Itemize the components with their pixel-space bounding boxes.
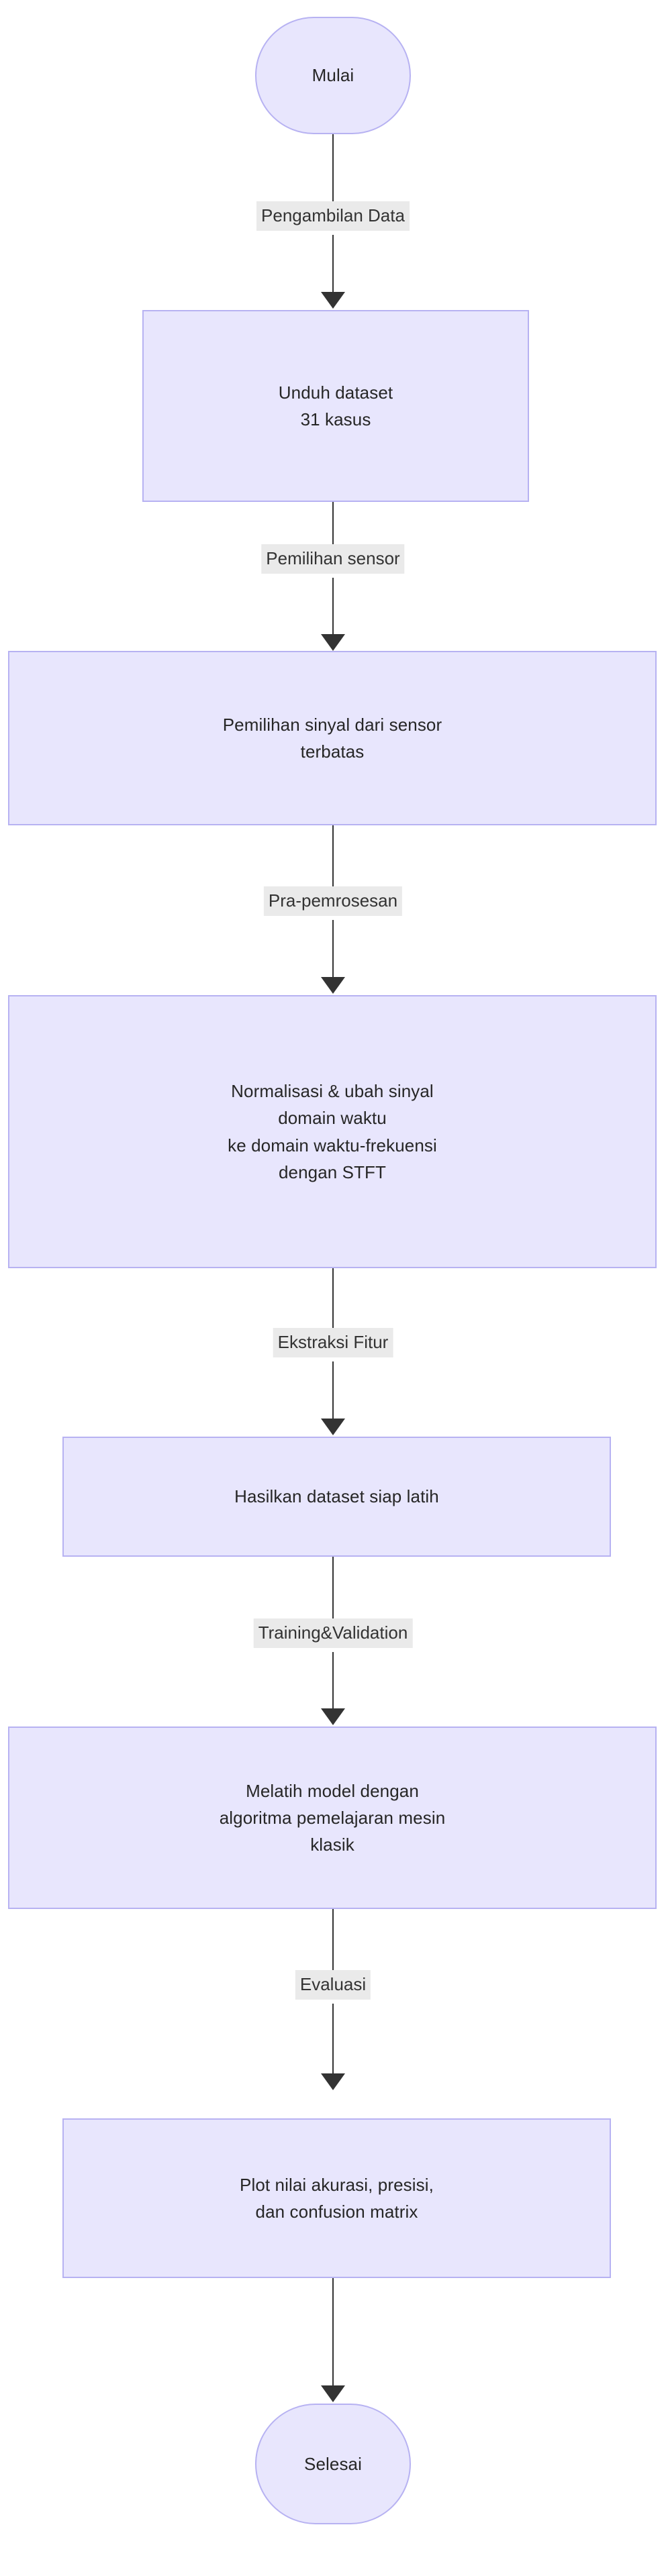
node-ready-dataset-line-1: Hasilkan dataset siap latih: [234, 1486, 439, 1507]
node-train-model-label: Melatih model dengan algoritma pemelajar…: [9, 1778, 655, 1859]
arrowhead-train: [321, 1708, 345, 1725]
node-end[interactable]: Selesai: [255, 2404, 411, 2524]
node-download-dataset-label: Unduh dataset 31 kasus: [144, 379, 528, 433]
node-start-label: Mulai: [256, 62, 410, 89]
node-download-dataset-line-2: 31 kasus: [300, 409, 371, 429]
node-plot-metrics[interactable]: Plot nilai akurasi, presisi, dan confusi…: [62, 2118, 611, 2278]
node-train-model-line-3: klasik: [310, 1835, 354, 1855]
edge-label-pengambilan-data: Pengambilan Data: [256, 201, 410, 231]
node-download-dataset[interactable]: Unduh dataset 31 kasus: [142, 310, 529, 502]
node-start-line-1: Mulai: [312, 65, 354, 86]
connector-train-evaluate-lower: [332, 2004, 334, 2073]
connector-dataset-train-lower: [332, 1652, 334, 1708]
node-plot-metrics-label: Plot nilai akurasi, presisi, dan confusi…: [64, 2171, 610, 2226]
arrowhead-dataset: [321, 1419, 345, 1435]
arrowhead-preprocess: [321, 977, 345, 994]
node-train-model-line-1: Melatih model dengan: [246, 1780, 419, 1801]
arrowhead-select: [321, 634, 345, 651]
node-preprocess-stft-line-2: domain waktu: [278, 1108, 387, 1129]
connector-start-download-upper: [332, 134, 334, 205]
connector-preprocess-dataset-upper: [332, 1268, 334, 1329]
connector-train-evaluate-upper: [332, 1909, 334, 1971]
connector-evaluate-end: [332, 2278, 334, 2385]
node-preprocess-stft[interactable]: Normalisasi & ubah sinyal domain waktu k…: [8, 995, 657, 1268]
node-ready-dataset-label: Hasilkan dataset siap latih: [64, 1483, 610, 1510]
connector-dataset-train-upper: [332, 1557, 334, 1619]
edge-label-pemilihan-sensor: Pemilihan sensor: [261, 544, 405, 574]
edge-label-ekstraksi-fitur: Ekstraksi Fitur: [273, 1328, 393, 1357]
node-preprocess-stft-line-3: ke domain waktu-frekuensi: [228, 1135, 437, 1155]
node-select-signal-line-2: terbatas: [300, 741, 365, 762]
arrowhead-evaluate: [321, 2073, 345, 2090]
node-select-signal-line-1: Pemilihan sinyal dari sensor: [222, 714, 442, 735]
connector-select-preprocess-upper: [332, 825, 334, 887]
edge-label-pra-pemrosesan: Pra-pemrosesan: [263, 886, 403, 916]
connector-download-select-upper: [332, 502, 334, 546]
arrowhead-end: [321, 2385, 345, 2402]
node-select-signal[interactable]: Pemilihan sinyal dari sensor terbatas: [8, 651, 657, 825]
node-ready-dataset[interactable]: Hasilkan dataset siap latih: [62, 1437, 611, 1557]
node-download-dataset-line-1: Unduh dataset: [278, 382, 393, 403]
node-preprocess-stft-line-1: Normalisasi & ubah sinyal: [231, 1080, 434, 1101]
node-start[interactable]: Mulai: [255, 17, 411, 134]
node-preprocess-stft-label: Normalisasi & ubah sinyal domain waktu k…: [9, 1078, 655, 1186]
connector-download-select-lower: [332, 578, 334, 634]
edge-label-evaluasi: Evaluasi: [295, 1970, 371, 2000]
node-end-label: Selesai: [256, 2451, 410, 2477]
connector-preprocess-dataset-lower: [332, 1361, 334, 1419]
node-plot-metrics-line-1: Plot nilai akurasi, presisi,: [240, 2174, 434, 2195]
connector-start-download-lower: [332, 235, 334, 292]
edge-label-training-validation: Training&Validation: [253, 1618, 413, 1648]
node-preprocess-stft-line-4: dengan STFT: [278, 1162, 387, 1182]
node-train-model-line-2: algoritma pemelajaran mesin: [219, 1807, 446, 1828]
arrowhead-download: [321, 292, 345, 309]
node-plot-metrics-line-2: dan confusion matrix: [255, 2202, 418, 2222]
connector-select-preprocess-lower: [332, 920, 334, 977]
node-train-model[interactable]: Melatih model dengan algoritma pemelajar…: [8, 1727, 657, 1909]
node-end-line-1: Selesai: [304, 2453, 362, 2474]
node-select-signal-label: Pemilihan sinyal dari sensor terbatas: [9, 711, 655, 766]
